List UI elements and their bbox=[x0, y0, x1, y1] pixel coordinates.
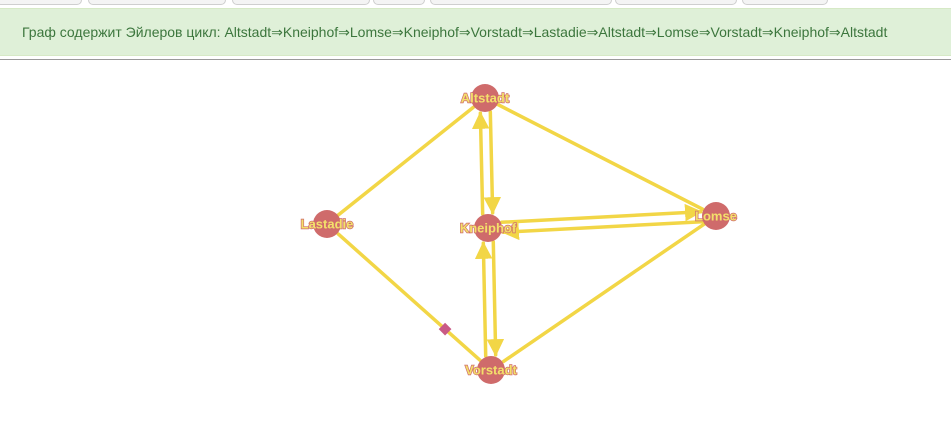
edge-kneiphof-lomse[interactable] bbox=[499, 203, 703, 225]
node-kneiphof[interactable]: Kneiphof bbox=[459, 214, 518, 242]
node-circle[interactable] bbox=[474, 214, 502, 242]
node-circle[interactable] bbox=[702, 202, 730, 230]
node-label: Altstadt bbox=[461, 91, 510, 106]
node-label: Lastadie bbox=[301, 217, 354, 232]
tab-3[interactable] bbox=[232, 0, 370, 5]
edge-altstadt-kneiphof[interactable] bbox=[483, 110, 502, 215]
tab-5[interactable] bbox=[430, 0, 612, 5]
edge-lastadie-altstadt[interactable] bbox=[336, 105, 476, 218]
node-vorstadt[interactable]: Vorstadt bbox=[464, 356, 518, 384]
node-label: Kneiphof bbox=[460, 221, 517, 236]
edge-kneiphof-altstadt[interactable] bbox=[471, 111, 490, 216]
edge-lomse-vorstadt[interactable] bbox=[501, 222, 707, 364]
node-label: Lomse bbox=[695, 209, 737, 224]
edge-handle-marker[interactable] bbox=[438, 322, 452, 336]
tab-7[interactable] bbox=[742, 0, 828, 5]
top-tab-bar bbox=[0, 0, 951, 6]
edge-altstadt-lomse[interactable] bbox=[495, 102, 705, 211]
node-label: Vorstadt bbox=[465, 363, 517, 378]
markers-layer bbox=[438, 322, 452, 336]
divider bbox=[0, 59, 951, 60]
node-altstadt[interactable]: Altstadt bbox=[460, 84, 511, 112]
node-lastadie[interactable]: Lastadie bbox=[300, 210, 354, 238]
edges-layer bbox=[336, 102, 707, 364]
euler-cycle-text: Граф содержит Эйлеров цикл: Altstadt⇒Kne… bbox=[22, 24, 888, 40]
node-circle[interactable] bbox=[471, 84, 499, 112]
tab-4[interactable] bbox=[373, 0, 425, 5]
edge-vorstadt-kneiphof[interactable] bbox=[474, 241, 493, 358]
edge-kneiphof-vorstadt[interactable] bbox=[486, 240, 505, 357]
node-lomse[interactable]: Lomse bbox=[694, 202, 738, 230]
edge-lomse-kneiphof[interactable] bbox=[501, 219, 705, 241]
euler-cycle-alert: Граф содержит Эйлеров цикл: Altstadt⇒Kne… bbox=[0, 8, 951, 56]
tab-2[interactable] bbox=[88, 0, 226, 5]
tab-6[interactable] bbox=[615, 0, 737, 5]
node-circle[interactable] bbox=[313, 210, 341, 238]
tab-1[interactable] bbox=[0, 0, 82, 5]
edge-vorstadt-lastadie[interactable] bbox=[336, 232, 483, 363]
node-circle[interactable] bbox=[477, 356, 505, 384]
